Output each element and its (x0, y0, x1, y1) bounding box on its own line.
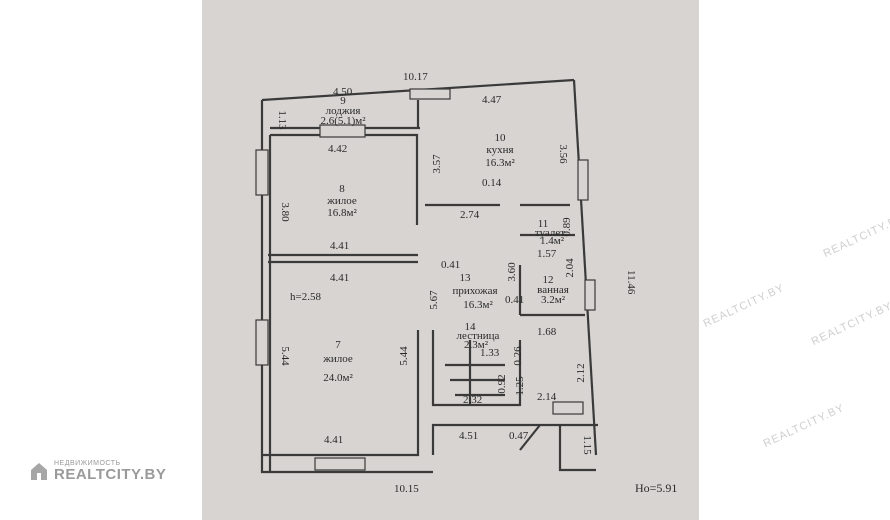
dim-label: 0.14 (482, 177, 502, 189)
room-label-name: ванная (537, 284, 569, 296)
room-label-num: 13 (460, 272, 472, 284)
ceiling-height: h=2.58 (290, 291, 321, 303)
porch-line (519, 424, 541, 451)
dim-label: 4.47 (482, 94, 502, 106)
dim-label: 1.13 (276, 110, 288, 130)
dim-label: 2.74 (460, 209, 480, 221)
room-label-area: 2.6(5.1)м² (320, 115, 366, 127)
house-icon (31, 463, 47, 480)
porch-box (558, 425, 596, 472)
room-label-area: 2.3м² (464, 339, 489, 351)
dim-label: 1.57 (537, 248, 557, 260)
dim-label: 3.60 (506, 262, 518, 282)
room8-wall (270, 133, 419, 225)
dim-label: 3.57 (431, 154, 443, 174)
room-label-num: 8 (339, 183, 345, 195)
dim-label: 0.47 (509, 430, 529, 442)
entry-wall (431, 423, 598, 455)
dim-label: 2.14 (537, 391, 557, 403)
room-label-name: кухня (486, 144, 513, 156)
dim-label: 0.26 (512, 346, 524, 366)
room-label-num: 11 (538, 218, 549, 230)
dim-label: 10.15 (394, 483, 419, 495)
dim-label: 10.17 (403, 71, 428, 83)
room-label-name: прихожая (452, 285, 497, 297)
window-room7-left (255, 319, 269, 366)
dim-label: 0.89 (561, 217, 573, 237)
dim-label: 0.41 (441, 259, 460, 271)
dim-label: 3.80 (279, 202, 291, 222)
room-label-num: 7 (335, 339, 341, 351)
outer-wall-left (260, 100, 433, 474)
window-room7-bottom (314, 457, 366, 471)
logo-text: НЕДВИЖИМОСТЬ REALTCITY.BY (54, 460, 166, 482)
logo-tagline: НЕДВИЖИМОСТЬ (54, 460, 121, 467)
room-label-name: туалет (535, 227, 565, 239)
outer-wall-right (572, 79, 598, 456)
dim-label: 5.67 (428, 290, 440, 310)
dim-label: 2.32 (463, 394, 482, 406)
dim-label: 1.33 (480, 347, 500, 359)
dim-label: 0.41 (505, 294, 524, 306)
dim-label: 5.44 (398, 346, 410, 366)
window-kitchen (409, 88, 451, 100)
dim-label: 0.92 (496, 374, 508, 393)
dim-label: 2.12 (575, 363, 587, 382)
total-height: Но=5.91 (635, 481, 677, 495)
dim-label: 4.42 (328, 143, 347, 155)
dim-label: 4.50 (333, 86, 353, 98)
room7-wall (262, 330, 420, 457)
window-bath (584, 279, 596, 311)
dim-label: 4.41 (324, 434, 343, 446)
room-label-num: 9 (340, 95, 346, 107)
room-label-area: 1.4м² (540, 235, 565, 247)
room-label-name: жилое (322, 353, 353, 365)
room-label-area: 3.2м² (541, 294, 566, 306)
window-room8 (319, 124, 366, 138)
dim-label: 5.44 (279, 346, 291, 366)
room-label-area: 16.3м² (463, 299, 493, 311)
dim-label: 1.15 (581, 435, 593, 455)
paper-sheet (202, 0, 699, 520)
room-label-area: 24.0м² (323, 372, 353, 384)
dim-label: 3.56 (557, 144, 569, 164)
dim-label: 1.68 (537, 326, 557, 338)
window-room8-left (255, 149, 269, 196)
dim-label: 4.41 (330, 272, 349, 284)
window-kitchen-right (577, 159, 589, 201)
door-porch (552, 401, 584, 415)
room-label-area: 16.8м² (327, 207, 357, 219)
room-label-name: жилое (326, 195, 357, 207)
room-label-num: 12 (543, 274, 554, 286)
room-label-name: лестница (457, 330, 500, 342)
dim-label: 4.51 (459, 430, 478, 442)
stair-box (431, 330, 522, 407)
logo-brand: REALTCITY.BY (54, 466, 167, 483)
room-label-num: 10 (495, 132, 507, 144)
dim-label: 1.25 (514, 376, 526, 396)
room-label-name: лоджия (326, 105, 361, 117)
room-label-area: 16.3м² (485, 157, 515, 169)
dim-label: 2.04 (564, 258, 576, 278)
realtcity-logo: НЕДВИЖИМОСТЬ REALTCITY.BY (30, 460, 166, 482)
room-label-num: 14 (465, 321, 477, 333)
dim-label: 11.46 (625, 270, 637, 295)
dim-label: 4.41 (330, 240, 349, 252)
